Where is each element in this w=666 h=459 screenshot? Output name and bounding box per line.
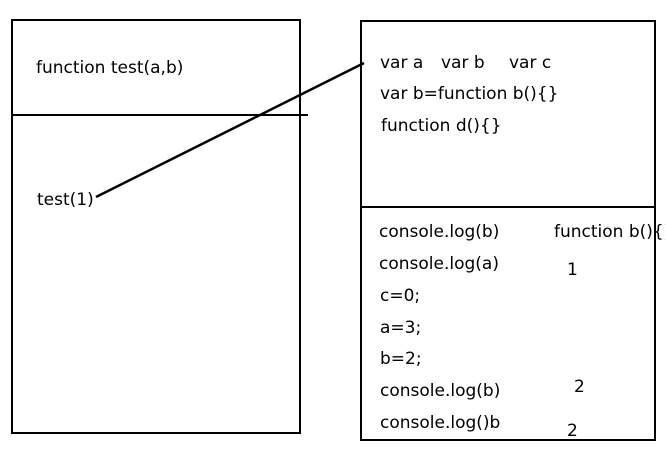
statement-output: function b(){}	[554, 222, 666, 242]
statement-code: b=2;	[380, 349, 422, 369]
statement-code: console.log(a)	[379, 254, 499, 274]
function-call: test(1)	[37, 190, 94, 210]
declaration-function-b: var b=function b(){}	[380, 84, 559, 104]
statement-output: 1	[567, 260, 578, 280]
caller-scope-box	[11, 19, 301, 434]
statement-code: console.log(b)	[379, 222, 500, 242]
statement-code: console.log()b	[380, 413, 501, 433]
context-divider	[360, 206, 656, 208]
declaration-var-b: var b	[441, 53, 485, 73]
statement-code: console.log(b)	[380, 381, 501, 401]
statement-output: 2	[574, 377, 585, 397]
function-signature: function test(a,b)	[36, 58, 184, 78]
execution-context-box	[360, 20, 656, 441]
declaration-var-a: var a	[380, 53, 424, 73]
statement-code: c=0;	[380, 286, 421, 306]
statement-code: a=3;	[380, 318, 422, 338]
connector-line	[95, 61, 365, 199]
statement-output: 2	[567, 421, 578, 441]
declaration-function-d: function d(){}	[381, 116, 502, 136]
caller-divider	[11, 114, 308, 116]
declaration-var-c: var c	[509, 53, 552, 73]
